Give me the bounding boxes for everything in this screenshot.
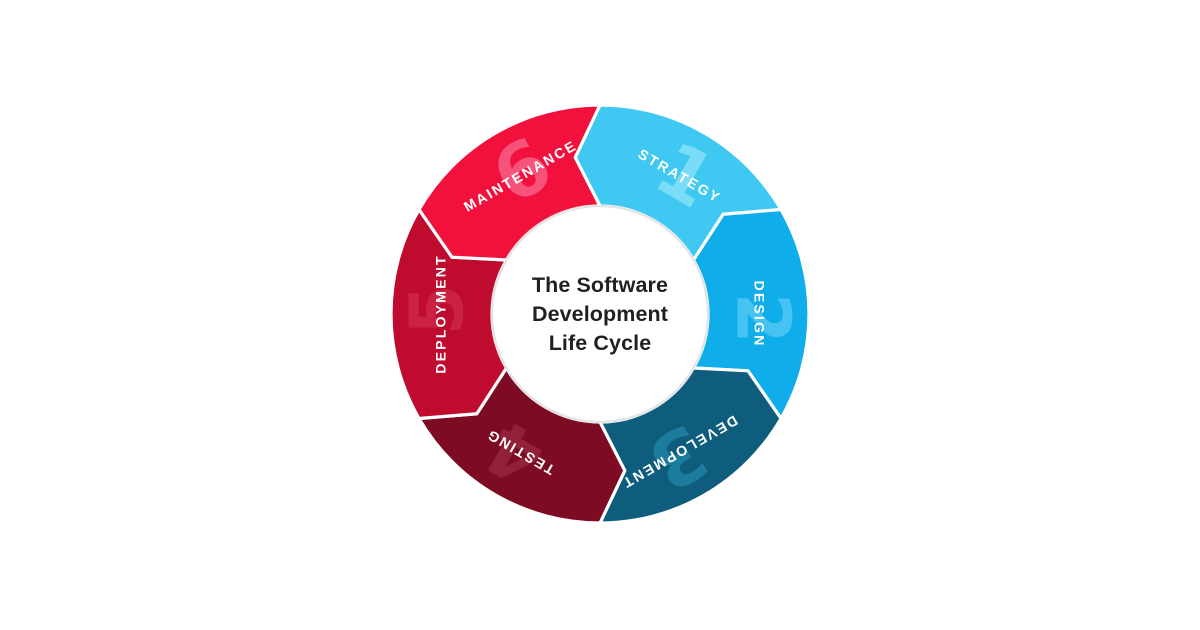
segment-number-2: 2: [719, 293, 805, 345]
segments-group: 1STRATEGY2DESIGN3DEVELOPMENT4TESTING5DEP…: [389, 103, 811, 525]
segment-label-design: DESIGN: [751, 281, 767, 348]
segment-label-deployment: DEPLOYMENT: [434, 254, 450, 374]
segment-number-5: 5: [395, 284, 481, 336]
center-circle: [490, 204, 710, 424]
